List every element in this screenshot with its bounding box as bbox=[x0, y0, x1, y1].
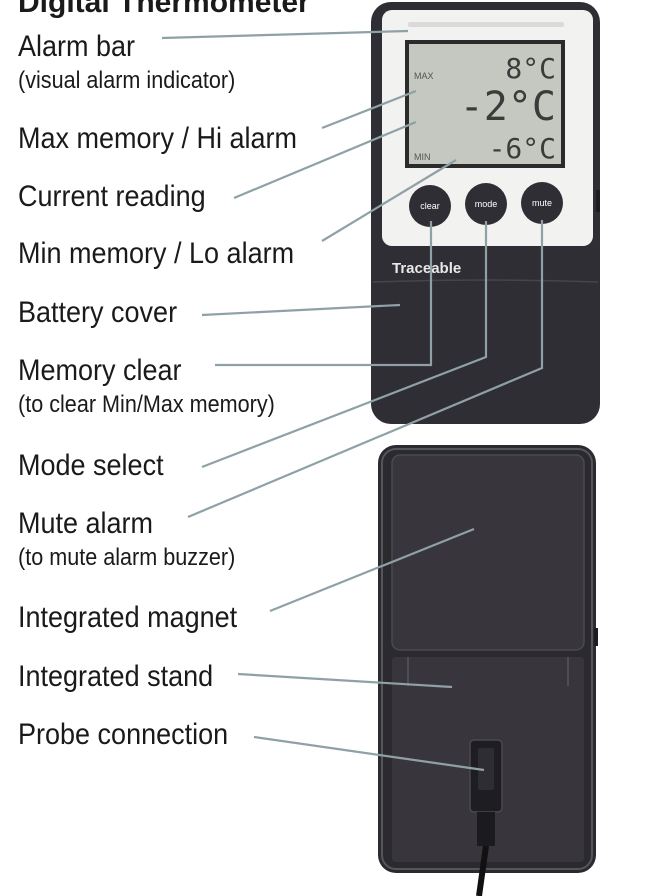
lcd-current-value: -2°C bbox=[460, 84, 556, 130]
page-title: Digital Thermometer bbox=[18, 0, 310, 19]
mute-button[interactable] bbox=[521, 182, 563, 224]
label-integrated-stand: Integrated stand bbox=[18, 660, 214, 693]
mode-button-label: mode bbox=[475, 199, 498, 209]
clear-button[interactable] bbox=[409, 185, 451, 227]
lcd-max-tag: MAX bbox=[414, 71, 434, 81]
clear-button-label: clear bbox=[420, 201, 440, 211]
label-battery-cover: Battery cover bbox=[18, 296, 178, 329]
label-min-memory: Min memory / Lo alarm bbox=[18, 237, 295, 270]
alarm-bar bbox=[408, 22, 564, 27]
label-alarm-bar: Alarm bar (visual alarm indicator) bbox=[18, 30, 236, 94]
lcd-screen bbox=[409, 44, 561, 164]
label-current-reading: Current reading bbox=[18, 180, 206, 213]
brand-logo: Traceable bbox=[392, 260, 461, 277]
label-probe-connection: Probe connection bbox=[18, 718, 229, 751]
label-mute-alarm: Mute alarm (to mute alarm buzzer) bbox=[18, 507, 236, 571]
probe-plug bbox=[478, 748, 494, 790]
probe-cable bbox=[476, 845, 489, 896]
leader-lines bbox=[161, 29, 544, 772]
lcd-min-tag: MIN bbox=[414, 152, 431, 162]
lcd-max-value: 8°C bbox=[505, 52, 556, 85]
lcd-min-value: -6°C bbox=[489, 132, 556, 165]
label-memory-clear: Memory clear (to clear Min/Max memory) bbox=[18, 354, 275, 418]
label-max-memory: Max memory / Hi alarm bbox=[18, 122, 298, 155]
side-switch bbox=[596, 190, 600, 212]
probe-grommet bbox=[477, 812, 495, 846]
label-mode-select: Mode select bbox=[18, 449, 164, 482]
back-rim bbox=[381, 448, 593, 870]
mute-button-label: mute bbox=[532, 198, 552, 208]
label-integrated-magnet: Integrated magnet bbox=[18, 601, 238, 634]
device-back bbox=[378, 445, 598, 896]
integrated-magnet bbox=[391, 454, 585, 651]
mode-button[interactable] bbox=[465, 183, 507, 225]
device-front: MAX MIN 8°C -2°C -6°C clear mode mute Tr… bbox=[371, 2, 600, 424]
